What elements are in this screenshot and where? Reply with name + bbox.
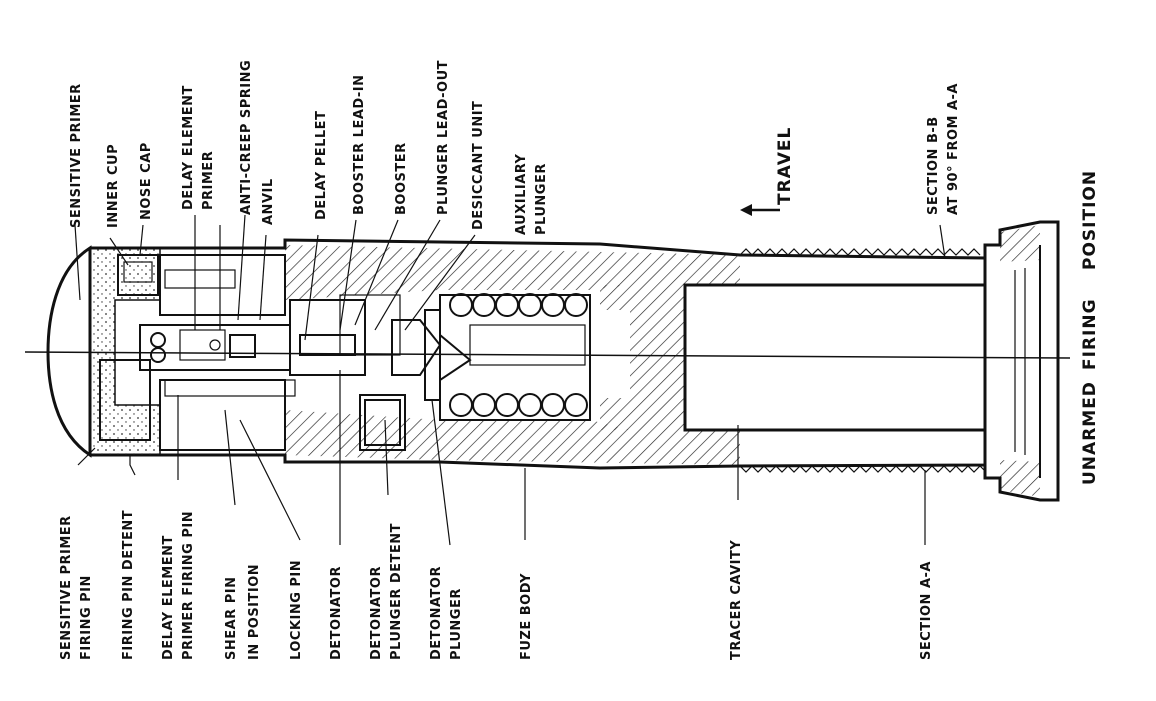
label-travel: TRAVEL <box>775 127 795 205</box>
inner-mechanism <box>99 254 442 451</box>
label-section-b-b-2: AT 90° FROM A-A <box>946 83 961 215</box>
label-detonator: DETONATOR <box>329 566 344 660</box>
label-inner-cup: INNER CUP <box>106 144 121 228</box>
label-shear-pin-2: IN POSITION <box>247 564 262 660</box>
label-sensitive-primer: SENSITIVE PRIMER <box>69 83 84 228</box>
label-delay-element-primer-firing-pin-2: PRIMER FIRING PIN <box>181 511 196 660</box>
label-tracer-cavity: TRACER CAVITY <box>729 540 744 660</box>
label-plunger-lead-out: PLUNGER LEAD-OUT <box>436 60 451 215</box>
label-nose-cap: NOSE CAP <box>139 142 154 220</box>
top-leader-lines <box>74 214 476 341</box>
label-anti-creep-spring: ANTI-CREEP SPRING <box>239 60 254 215</box>
label-detonator-plunger-1: DETONATOR <box>429 566 444 660</box>
label-anvil: ANVIL <box>261 178 276 225</box>
label-auxiliary-plunger-1: AUXILIARY <box>514 153 529 235</box>
label-booster: BOOSTER <box>394 142 409 215</box>
label-locking-pin: LOCKING PIN <box>289 560 304 660</box>
centerline <box>24 351 1071 359</box>
label-delay-element-primer-2: PRIMER <box>201 151 216 210</box>
label-sensitive-primer-firing-pin-1: SENSITIVE PRIMER <box>59 515 74 660</box>
fuze-body <box>90 220 1060 502</box>
label-delay-element-primer-1: DELAY ELEMENT <box>181 85 196 210</box>
caption-firing: FIRING <box>1080 298 1100 370</box>
label-fuze-body: FUZE BODY <box>519 573 534 660</box>
bottom-leader-lines <box>77 224 946 546</box>
label-sensitive-primer-firing-pin-2: FIRING PIN <box>79 575 94 660</box>
label-detonator-plunger-detent-1: DETONATOR <box>369 566 384 660</box>
label-detonator-plunger-2: PLUNGER <box>449 588 464 660</box>
label-delay-element-primer-firing-pin-1: DELAY ELEMENT <box>161 535 176 660</box>
label-section-a-a: SECTION A-A <box>919 561 934 660</box>
label-detonator-plunger-detent-2: PLUNGER DETENT <box>389 523 404 660</box>
caption-unarmed: UNARMED <box>1080 381 1100 485</box>
label-auxiliary-plunger-2: PLUNGER <box>534 163 549 235</box>
label-delay-pellet: DELAY PELLET <box>314 111 329 220</box>
label-desiccant-unit: DESICCANT UNIT <box>471 101 486 230</box>
label-firing-pin-detent: FIRING PIN DETENT <box>121 510 136 660</box>
label-shear-pin-1: SHEAR PIN <box>224 577 239 660</box>
travel-arrow <box>740 204 780 216</box>
caption-position: POSITION <box>1080 170 1100 270</box>
label-booster-lead-in: BOOSTER LEAD-IN <box>352 74 367 215</box>
label-section-b-b-1: SECTION B-B <box>926 116 941 215</box>
auxiliary-plunger <box>439 293 591 421</box>
